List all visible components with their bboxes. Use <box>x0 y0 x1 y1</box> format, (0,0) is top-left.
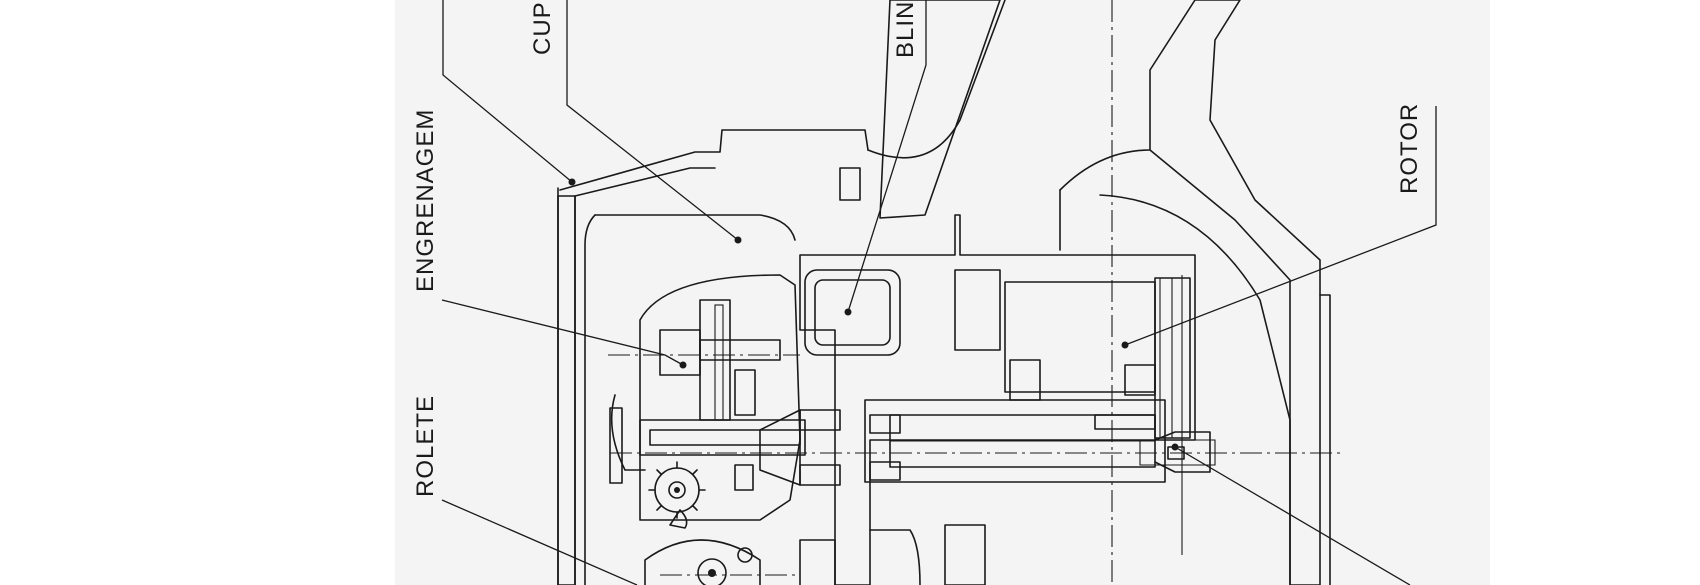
gear-train <box>609 274 841 521</box>
leaders <box>441 0 1437 585</box>
label-engrenagem: ENGRENAGEM <box>412 109 439 292</box>
label-rolete: ROLETE <box>412 395 439 497</box>
roller-gear <box>648 461 706 529</box>
label-cupula: CUPU <box>529 0 556 55</box>
center-lines <box>608 0 1345 585</box>
outer-dome-shell <box>557 129 869 585</box>
right-casing <box>1059 0 1331 585</box>
label-rotor: ROTOR <box>1396 103 1423 194</box>
lower-wheel <box>644 524 986 585</box>
shaft <box>864 399 1216 483</box>
paper-sheet <box>395 0 1490 585</box>
label-blindagem: BLIN <box>892 1 919 58</box>
upper-tube-shell <box>839 0 1006 219</box>
